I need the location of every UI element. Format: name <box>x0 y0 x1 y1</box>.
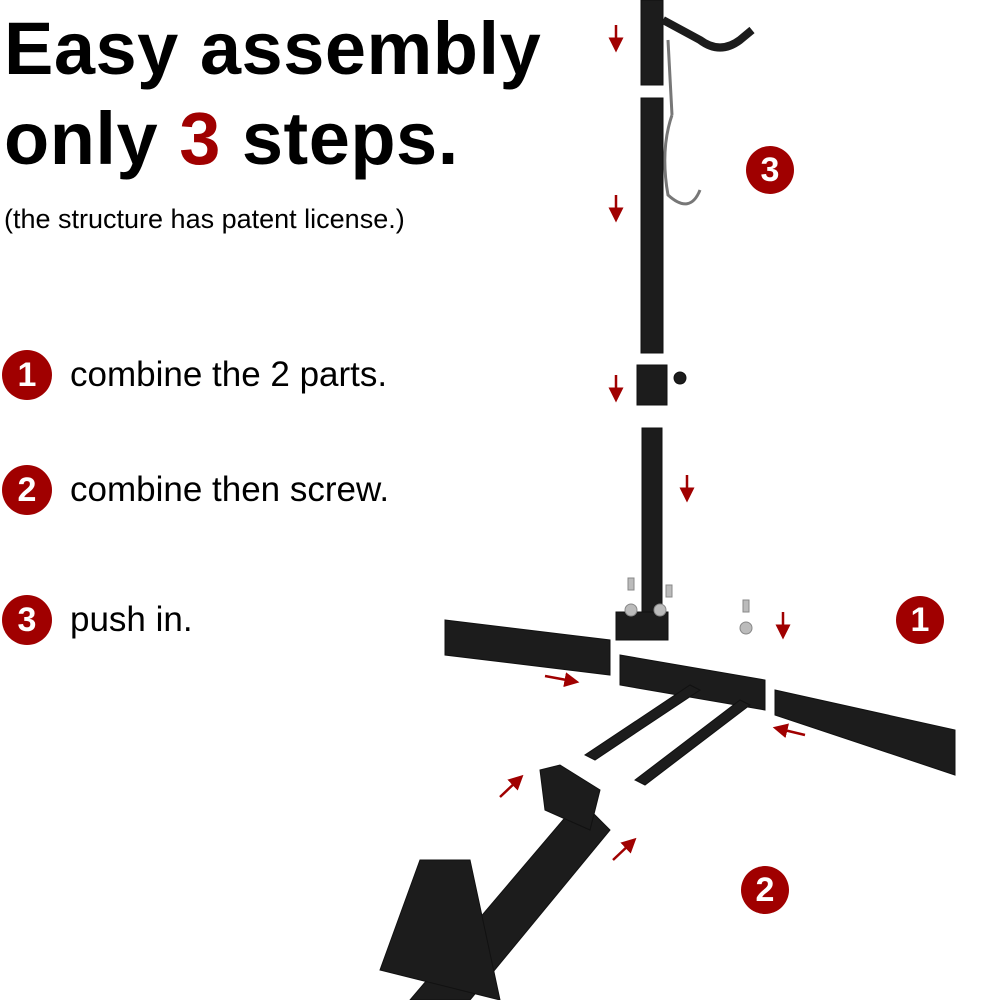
pole-base-bracket <box>615 611 669 641</box>
step-text: combine then screw. <box>70 470 390 509</box>
bike-hook-arm <box>661 16 755 52</box>
direction-arrows <box>499 25 806 861</box>
pole-clamp <box>636 364 668 406</box>
step-text: push in. <box>70 600 193 639</box>
pole-middle-section <box>640 97 664 354</box>
base-right-arm <box>774 689 956 776</box>
pole-top-section <box>640 0 664 86</box>
rail-right <box>634 699 751 786</box>
headline-line-1: Easy assembly <box>4 7 542 90</box>
step-badge: 1 <box>2 350 52 400</box>
step-3: 3 push in. <box>2 595 193 645</box>
base-center-block <box>619 654 766 711</box>
diagram-badge-3: 3 <box>746 146 794 194</box>
clamp-knob <box>673 371 687 385</box>
step-badge: 3 <box>2 595 52 645</box>
diagram-badge-2: 2 <box>741 866 789 914</box>
s-hook <box>663 39 702 206</box>
pole-lower-section <box>641 427 663 619</box>
cradle-rear-block <box>539 764 601 831</box>
headline-suffix: steps. <box>220 97 459 180</box>
step-1: 1 combine the 2 parts. <box>2 350 387 400</box>
base-left-arm <box>444 619 611 676</box>
diagram-badge-1: 1 <box>896 596 944 644</box>
step-badge: 2 <box>2 465 52 515</box>
headline-prefix: only <box>4 97 180 180</box>
step-text: combine the 2 parts. <box>70 355 388 394</box>
patent-note: (the structure has patent license.) <box>4 204 405 234</box>
screws-and-washers <box>624 577 753 635</box>
headline-step-count: 3 <box>179 97 221 180</box>
step-2: 2 combine then screw. <box>2 465 389 515</box>
cradle-front-block <box>379 859 501 1000</box>
headline-line-2: only 3 steps. <box>4 102 459 176</box>
rail-left <box>584 684 701 761</box>
